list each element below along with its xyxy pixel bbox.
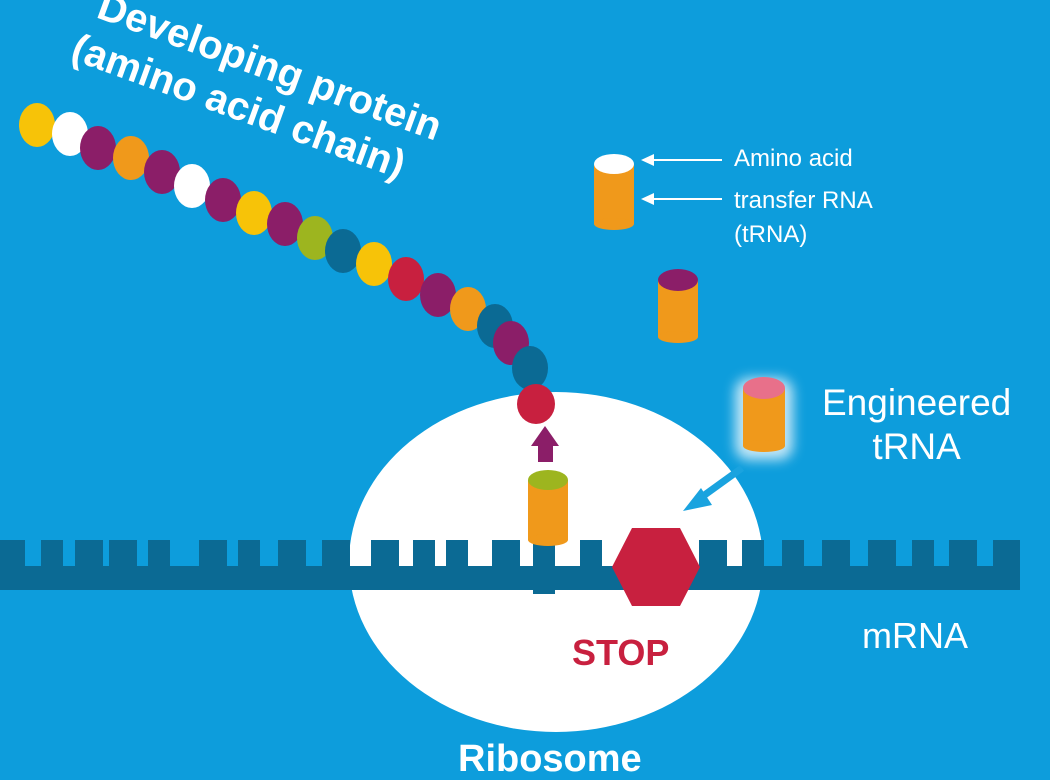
amino-acid-bead — [297, 216, 333, 260]
mrna-base — [580, 540, 602, 568]
amino-acid-bead — [52, 112, 88, 156]
mrna-base — [949, 540, 977, 568]
bound-trna — [528, 470, 568, 546]
amino-acid-bead — [267, 202, 303, 246]
amino-acid-bead — [517, 384, 555, 424]
mrna-base — [782, 540, 804, 568]
mrna-base — [322, 540, 350, 568]
amino-acid-bead — [113, 136, 149, 180]
amino-acid-bead — [174, 164, 210, 208]
mrna-label: mRNA — [862, 615, 968, 656]
amino-acid-bead — [144, 150, 180, 194]
mrna-base — [993, 540, 1020, 568]
mrna-base — [148, 540, 170, 568]
mrna-base — [742, 540, 764, 568]
peptide-transfer-arrow — [531, 426, 559, 462]
amino-acid-bead — [205, 178, 241, 222]
mrna-base — [699, 540, 727, 568]
engineered-label-line-1: Engineered — [822, 382, 1012, 423]
mrna-base — [109, 540, 137, 568]
free-trna — [658, 269, 698, 343]
amino-acid-bead — [450, 287, 486, 331]
mrna-base — [446, 540, 468, 568]
amino-acid-bead — [80, 126, 116, 170]
engineered-arrow — [683, 465, 745, 511]
mrna-base — [822, 540, 850, 568]
amino-acid-bead — [356, 242, 392, 286]
legend-arrows — [641, 154, 722, 205]
legend-trna — [594, 154, 634, 230]
mrna-base — [75, 540, 103, 568]
amino-acid-bead — [19, 103, 55, 147]
amino-acid-bead — [512, 346, 548, 390]
mrna-base — [492, 540, 520, 568]
amino-acid-bead — [420, 273, 456, 317]
amino-acid-chain — [19, 103, 555, 424]
legend-trna-label: transfer RNA (tRNA) — [734, 184, 873, 252]
mrna-base — [278, 540, 306, 568]
stop-codon-hexagon — [612, 528, 700, 606]
mrna-backbone — [0, 566, 1020, 590]
ribosome — [349, 392, 763, 732]
mrna-base — [912, 540, 934, 568]
engineered-trna-label: Engineered tRNA — [822, 381, 1011, 469]
engineered-trna — [735, 377, 793, 460]
mrna-base — [371, 540, 399, 568]
amino-acid-bead — [325, 229, 361, 273]
legend-amino-acid-label: Amino acid — [734, 145, 853, 172]
legend-trna-line-1: transfer RNA — [734, 187, 873, 214]
stop-label: STOP — [572, 632, 670, 673]
mrna-base — [533, 566, 555, 594]
legend-trna-line-2: (tRNA) — [734, 221, 808, 248]
ribosome-label: Ribosome — [458, 738, 642, 780]
amino-acid-bead — [388, 257, 424, 301]
mrna-strand — [0, 540, 1020, 594]
mrna-base — [238, 540, 260, 568]
mrna-base — [199, 540, 227, 568]
mrna-base — [533, 540, 555, 568]
mrna-base — [0, 540, 25, 568]
mrna-base — [868, 540, 896, 568]
mrna-base — [41, 540, 63, 568]
engineered-label-line-2: tRNA — [872, 426, 961, 467]
mrna-base — [413, 540, 435, 568]
amino-acid-bead — [236, 191, 272, 235]
